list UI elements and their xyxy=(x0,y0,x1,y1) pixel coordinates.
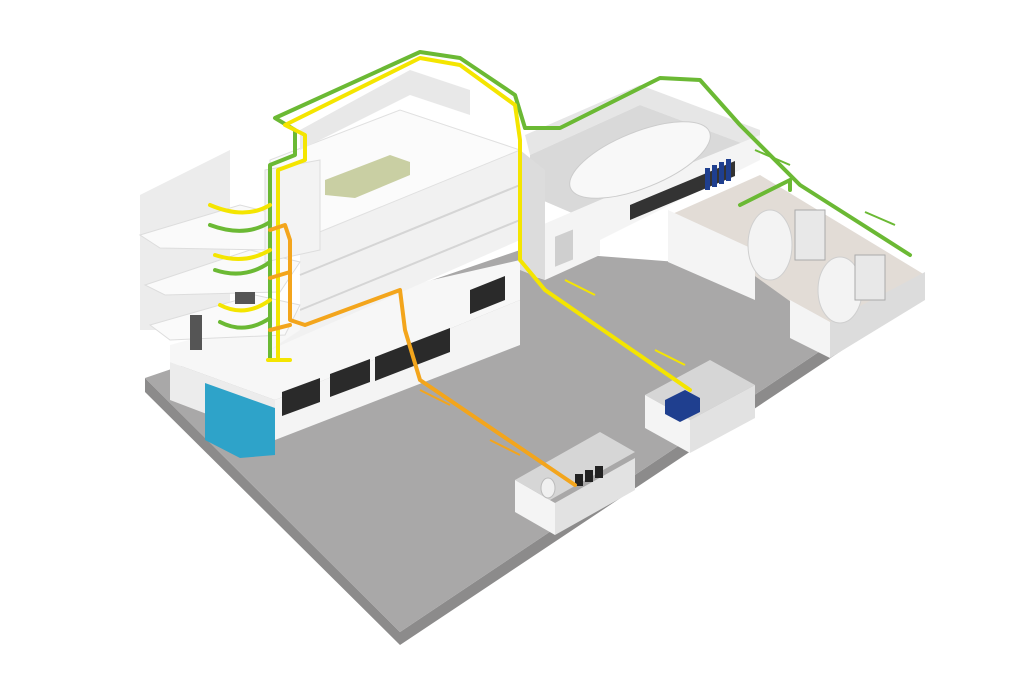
stair-core xyxy=(264,159,321,263)
flow-direction-arrows xyxy=(419,149,896,456)
storage-tank-1 xyxy=(747,209,793,281)
pump-enclosure-wall-front xyxy=(645,395,690,453)
waste-equipment xyxy=(575,466,603,486)
waste-enclosure-wall-side xyxy=(555,458,635,535)
orange-branch-1 xyxy=(268,270,292,280)
tank-room-door xyxy=(555,229,573,267)
arrow-green-l3 xyxy=(213,260,272,276)
arrow-yellow-l3 xyxy=(213,248,272,261)
waste-enclosure-wall-front xyxy=(515,480,555,535)
orange-branch-2 xyxy=(268,323,292,332)
top-floor-back-wall xyxy=(300,70,470,150)
arrow-yellow-l4 xyxy=(208,203,272,215)
floor-line-1 xyxy=(299,184,521,276)
plant-room-front-wall-right xyxy=(790,300,830,358)
green-branch xyxy=(738,178,792,207)
podium-roof xyxy=(170,260,520,400)
vacuum-pump xyxy=(665,390,700,422)
lounge-sofa xyxy=(325,155,410,198)
tank-room-side-wall xyxy=(520,150,545,280)
floor-line-2 xyxy=(299,219,521,311)
oxygen-tank xyxy=(569,121,711,199)
vaporizer-2 xyxy=(854,254,886,301)
arrow-green-l2 xyxy=(218,316,272,330)
cylinder-rack xyxy=(705,159,731,190)
upper-floors-front xyxy=(270,150,520,350)
arrow-yellow-l2 xyxy=(218,298,272,313)
plant-room-side-wall xyxy=(830,272,925,358)
building-blue-corner xyxy=(205,383,275,458)
outlet-arrows xyxy=(208,203,272,330)
yellow-air-pipe xyxy=(276,56,692,392)
waste-tank xyxy=(540,477,556,499)
plant-room-front-wall-left xyxy=(668,210,755,300)
green-oxygen-pipe xyxy=(268,50,912,362)
arrow-green-l4 xyxy=(208,220,272,233)
vaporizer-1 xyxy=(794,209,826,261)
orange-vacuum-pipe xyxy=(268,223,577,487)
pump-enclosure-wall-side xyxy=(690,385,755,453)
operating-room-equipment xyxy=(190,292,255,350)
